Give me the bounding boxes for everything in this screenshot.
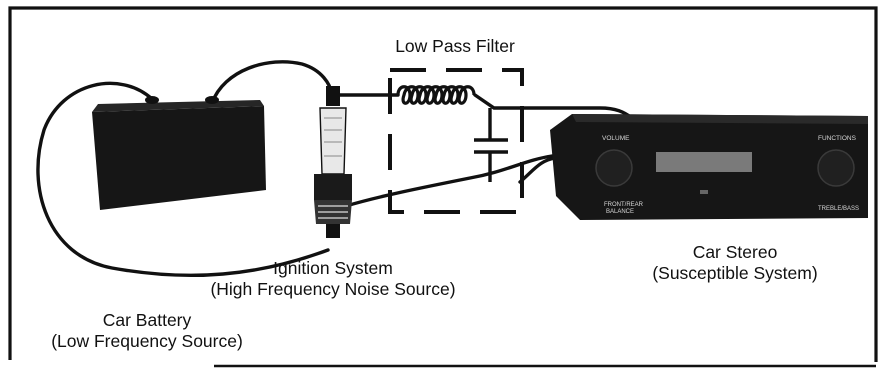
battery-terminal-negative <box>145 96 159 104</box>
car-stereo-label: Car Stereo (Susceptible System) <box>620 242 850 284</box>
stereo-volume-text: VOLUME <box>602 135 630 142</box>
stereo-functions-text: FUNCTIONS <box>818 135 857 142</box>
battery-to-ignition-wire <box>210 60 334 105</box>
battery-ground-wire <box>36 81 330 278</box>
low-pass-filter-box <box>388 68 524 214</box>
stereo-treble-bass-text: TREBLE/BASS <box>818 206 859 212</box>
car-battery-label: Car Battery (Low Frequency Source) <box>18 310 276 352</box>
low-pass-filter-label: Low Pass Filter <box>360 36 550 57</box>
ignition-system-label: Ignition System (High Frequency Noise So… <box>188 258 478 300</box>
stereo-display <box>656 152 752 172</box>
car-stereo: VOLUME FUNCTIONS FRONT/REAR BALANCE TREB… <box>550 114 868 220</box>
stereo-front-rear-text: FRONT/REAR <box>604 202 644 208</box>
car-battery-subtitle: (Low Frequency Source) <box>51 331 243 351</box>
car-stereo-subtitle: (Susceptible System) <box>652 263 818 283</box>
filter-bottom-rail <box>344 154 554 208</box>
stereo-knob-left <box>595 149 633 187</box>
battery-terminal-positive <box>205 96 219 104</box>
capacitor <box>474 108 508 182</box>
stereo-knob-right <box>817 149 855 187</box>
figure-frame <box>8 6 878 362</box>
spark-plug <box>314 86 352 238</box>
car-battery <box>92 96 266 210</box>
ignition-system-subtitle: (High Frequency Noise Source) <box>210 279 456 299</box>
low-pass-filter-title: Low Pass Filter <box>395 36 515 56</box>
stereo-balance-text: BALANCE <box>606 209 634 215</box>
car-stereo-title: Car Stereo <box>692 242 778 262</box>
wires <box>36 60 634 278</box>
car-battery-title: Car Battery <box>102 310 192 330</box>
ignition-system-title: Ignition System <box>273 258 393 278</box>
inductor-coil <box>396 85 476 105</box>
